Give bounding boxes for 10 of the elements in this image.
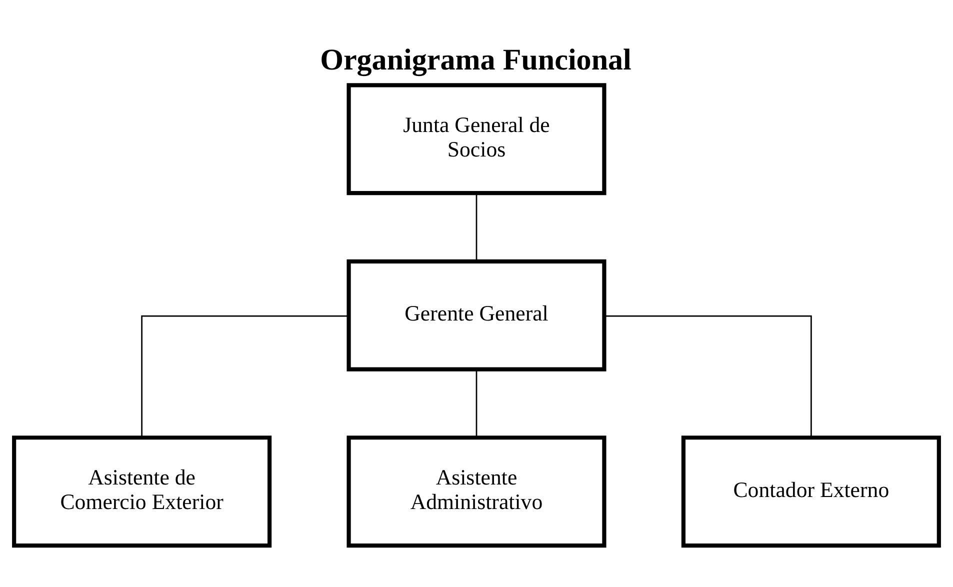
connector (476, 193, 478, 261)
node-box: Junta General de Socios (346, 83, 606, 196)
diagram-title: Organigrama Funcional (320, 42, 632, 77)
node-box: Contador Externo (681, 436, 941, 548)
node-box: Asistente de Comercio Exterior (12, 436, 272, 548)
connector (476, 370, 478, 438)
connector (604, 315, 812, 438)
node-box: Asistente Administrativo (346, 436, 606, 548)
connector (141, 315, 349, 438)
node-box: Gerente General (346, 259, 606, 372)
